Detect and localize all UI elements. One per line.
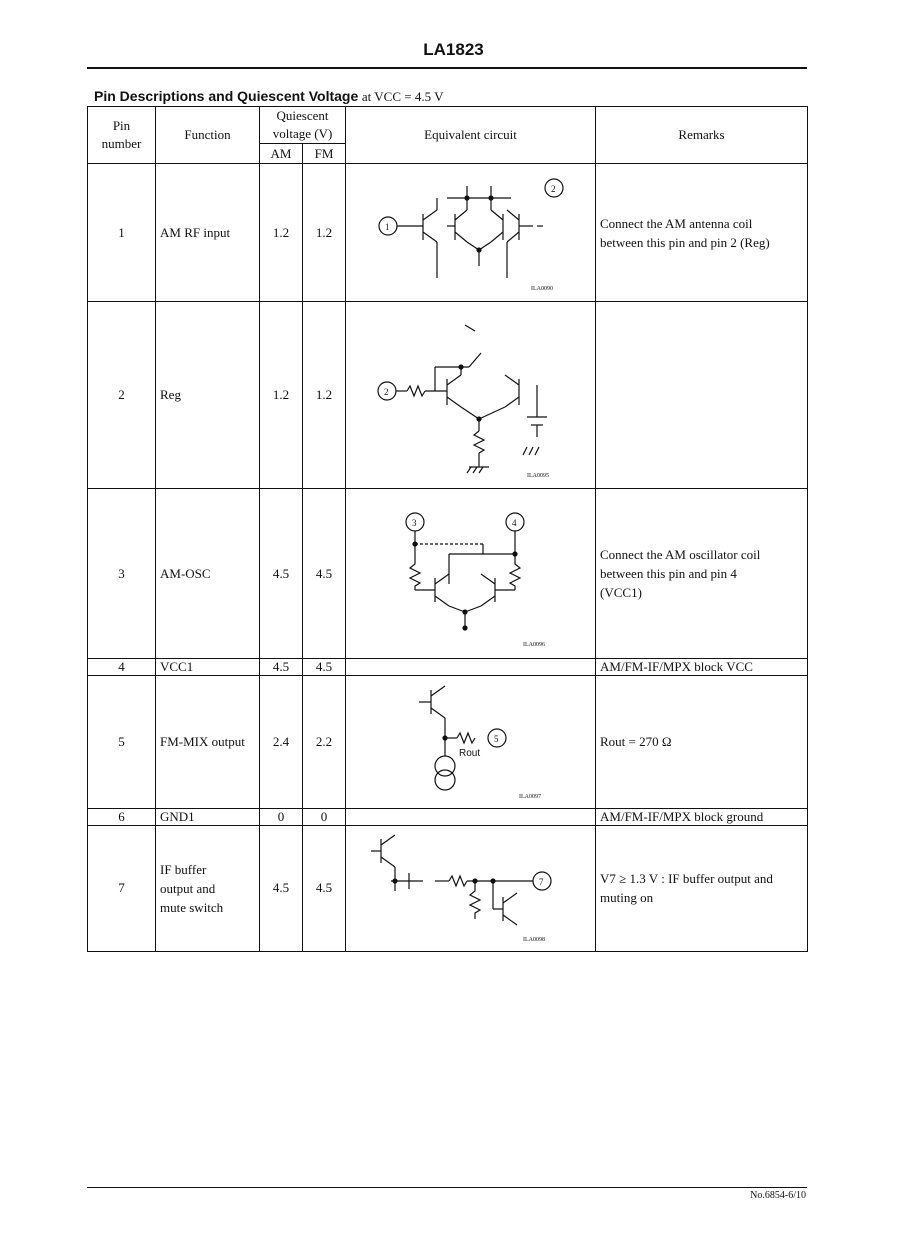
- pin-number: 3: [87, 487, 156, 660]
- section-condition: at VCC = 4.5 V: [361, 89, 444, 104]
- equivalent-circuit: 5 Rout ILA0097: [345, 675, 597, 809]
- footer-rule: [87, 1187, 807, 1188]
- fm-voltage: 4.5: [301, 658, 347, 677]
- am-voltage: 4.5: [259, 658, 303, 677]
- table-row: 3 AM-OSC 4.5 4.5 3 4: [87, 487, 809, 660]
- am-voltage: 1.2: [259, 301, 303, 489]
- equivalent-circuit: 3 4 ILA0096: [345, 487, 597, 660]
- header-function: Function: [155, 106, 260, 164]
- pin-function: FM-MIX output: [155, 675, 260, 809]
- document-title: LA1823: [423, 40, 484, 59]
- header-fm: FM: [301, 143, 347, 164]
- header-rule: [87, 67, 807, 69]
- header-equivalent-circuit: Equivalent circuit: [345, 106, 597, 164]
- pin-number: 5: [87, 675, 156, 809]
- table-row: 7 IF buffer output and mute switch 4.5 4…: [87, 824, 809, 953]
- fm-voltage: 1.2: [301, 162, 347, 303]
- pin-number: 4: [87, 658, 156, 677]
- equivalent-circuit: [345, 807, 597, 826]
- svg-text:ILA0090: ILA0090: [531, 286, 553, 292]
- pin-number: 2: [87, 301, 156, 489]
- pin-number: 6: [87, 807, 156, 826]
- fm-voltage: 1.2: [301, 301, 347, 489]
- pin-function: Reg: [155, 301, 260, 489]
- pin-function: AM RF input: [155, 162, 260, 303]
- circuit-diagram: 7 ILA0098: [370, 834, 552, 943]
- fm-voltage: 0: [301, 807, 347, 826]
- equivalent-circuit: 1 2 ILA0090: [345, 162, 597, 303]
- svg-text:2: 2: [551, 184, 556, 194]
- circuit-diagram: 5 Rout ILA0097: [418, 685, 541, 800]
- pin-marker: [531, 871, 552, 891]
- svg-text:4: 4: [512, 518, 517, 528]
- table-row: 1 AM RF input 1.2 1.2 1 2 ILA0090: [87, 162, 809, 303]
- header-remarks: Remarks: [595, 106, 809, 164]
- table-row: 2 Reg 1.2 1.2 2: [87, 301, 809, 489]
- table-row: 5 FM-MIX output 2.4 2.2 5 Rout ILA0097 R…: [87, 675, 809, 809]
- svg-text:3: 3: [412, 518, 417, 528]
- svg-text:ILA0097: ILA0097: [519, 794, 541, 800]
- pin-remarks: [595, 301, 809, 489]
- pin-remarks: Rout = 270 Ω: [595, 675, 809, 809]
- table-row: 6 GND1 0 0 AM/FM-IF/MPX block ground: [87, 807, 809, 826]
- svg-text:1: 1: [385, 222, 390, 232]
- section-title: Pin Descriptions and Quiescent Voltage: [94, 88, 359, 104]
- am-voltage: 4.5: [259, 824, 303, 953]
- table-row: 4 VCC1 4.5 4.5 AM/FM-IF/MPX block VCC: [87, 658, 809, 677]
- fm-voltage: 2.2: [301, 675, 347, 809]
- am-voltage: 2.4: [259, 675, 303, 809]
- circuit-diagram: 2 ILA0095: [376, 324, 549, 479]
- svg-text:ILA0095: ILA0095: [527, 473, 549, 479]
- svg-text:5: 5: [494, 734, 499, 744]
- circuit-diagram: 1 2 ILA0090: [377, 178, 564, 292]
- pin-remarks: AM/FM-IF/MPX block ground: [595, 807, 809, 826]
- svg-text:ILA0098: ILA0098: [523, 937, 545, 943]
- pin-marker: [486, 728, 507, 748]
- svg-text:7: 7: [539, 877, 544, 887]
- header-pin-number: Pin number: [87, 106, 156, 164]
- pin-number: 1: [87, 162, 156, 303]
- page-number: No.6854-6/10: [750, 1190, 806, 1201]
- equivalent-circuit: 7 ILA0098: [345, 824, 597, 953]
- equivalent-circuit: [345, 658, 597, 677]
- svg-text:Rout: Rout: [459, 748, 480, 759]
- pin-function: GND1: [155, 807, 260, 826]
- pin-marker: [543, 178, 564, 198]
- pin-function: VCC1: [155, 658, 260, 677]
- circuit-diagram: 3 4 ILA0096: [404, 511, 545, 648]
- am-voltage: 4.5: [259, 487, 303, 660]
- header-quiescent-voltage: Quiescent voltage (V): [258, 106, 347, 144]
- pin-function: AM-OSC: [155, 487, 260, 660]
- pin-remarks: V7 ≥ 1.3 V : IF buffer output and muting…: [595, 824, 809, 953]
- equivalent-circuit: 2 ILA0095: [345, 301, 597, 489]
- svg-text:ILA0096: ILA0096: [523, 642, 545, 648]
- fm-voltage: 4.5: [301, 487, 347, 660]
- am-voltage: 0: [259, 807, 303, 826]
- pin-description-table: Pin number Function Quiescent voltage (V…: [87, 106, 809, 953]
- pin-number: 7: [87, 824, 156, 953]
- header-am: AM: [259, 143, 303, 164]
- svg-text:2: 2: [384, 387, 389, 397]
- am-voltage: 1.2: [259, 162, 303, 303]
- pin-remarks: Connect the AM oscillator coil between t…: [595, 487, 809, 660]
- pin-remarks: Connect the AM antenna coil between this…: [595, 162, 809, 303]
- pin-remarks: AM/FM-IF/MPX block VCC: [595, 658, 809, 677]
- fm-voltage: 4.5: [301, 824, 347, 953]
- pin-function: IF buffer output and mute switch: [155, 824, 260, 953]
- section-heading: Pin Descriptions and Quiescent Voltage a…: [94, 88, 444, 105]
